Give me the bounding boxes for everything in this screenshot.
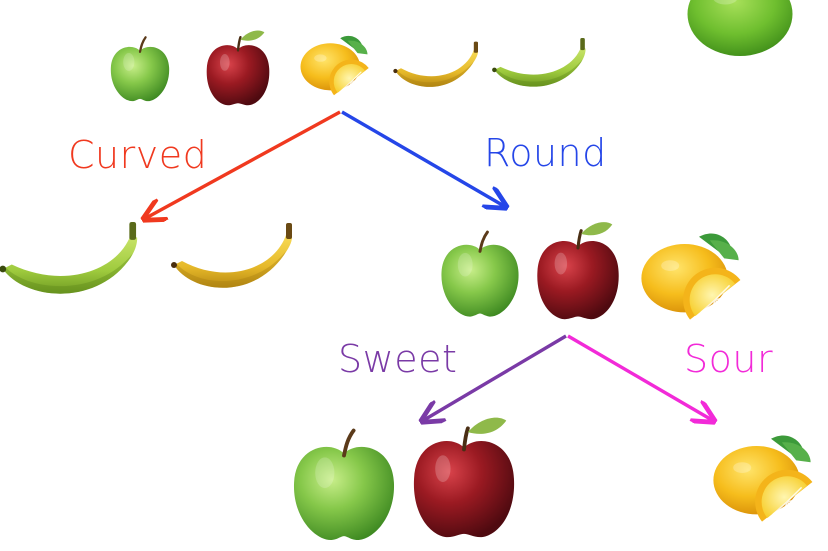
red-apple-icon: [411, 415, 517, 540]
lime-icon: [687, 0, 793, 57]
red-apple-icon: [535, 220, 621, 321]
green-apple-icon: [109, 36, 171, 103]
root-fruit-group: [109, 29, 586, 107]
red-apple-icon: [205, 29, 271, 107]
sweet-arrow: [424, 334, 567, 420]
sweet-fruit-group: [292, 415, 517, 542]
green-apple-icon: [439, 230, 521, 319]
lemon-icon: [712, 434, 814, 523]
lemon-icon: [300, 35, 370, 96]
yellow-banana-icon: [393, 41, 478, 87]
lemon-icon: [640, 232, 742, 321]
sour-arrow: [567, 334, 712, 420]
round-arrow: [341, 110, 504, 206]
sour-fruit-group: [712, 434, 814, 523]
round-label: Round: [484, 131, 607, 175]
green-banana-icon: [492, 38, 586, 87]
curved-label: Curved: [68, 133, 208, 177]
curved-arrow: [146, 110, 341, 218]
round-fruit-group: [439, 220, 742, 321]
curved-fruit-group: [0, 222, 292, 294]
yellow-banana-icon: [171, 223, 292, 288]
sour-label: Sour: [684, 337, 774, 381]
green-banana-icon: [0, 222, 138, 294]
green-apple-icon: [292, 428, 396, 542]
sweet-label: Sweet: [338, 337, 458, 381]
